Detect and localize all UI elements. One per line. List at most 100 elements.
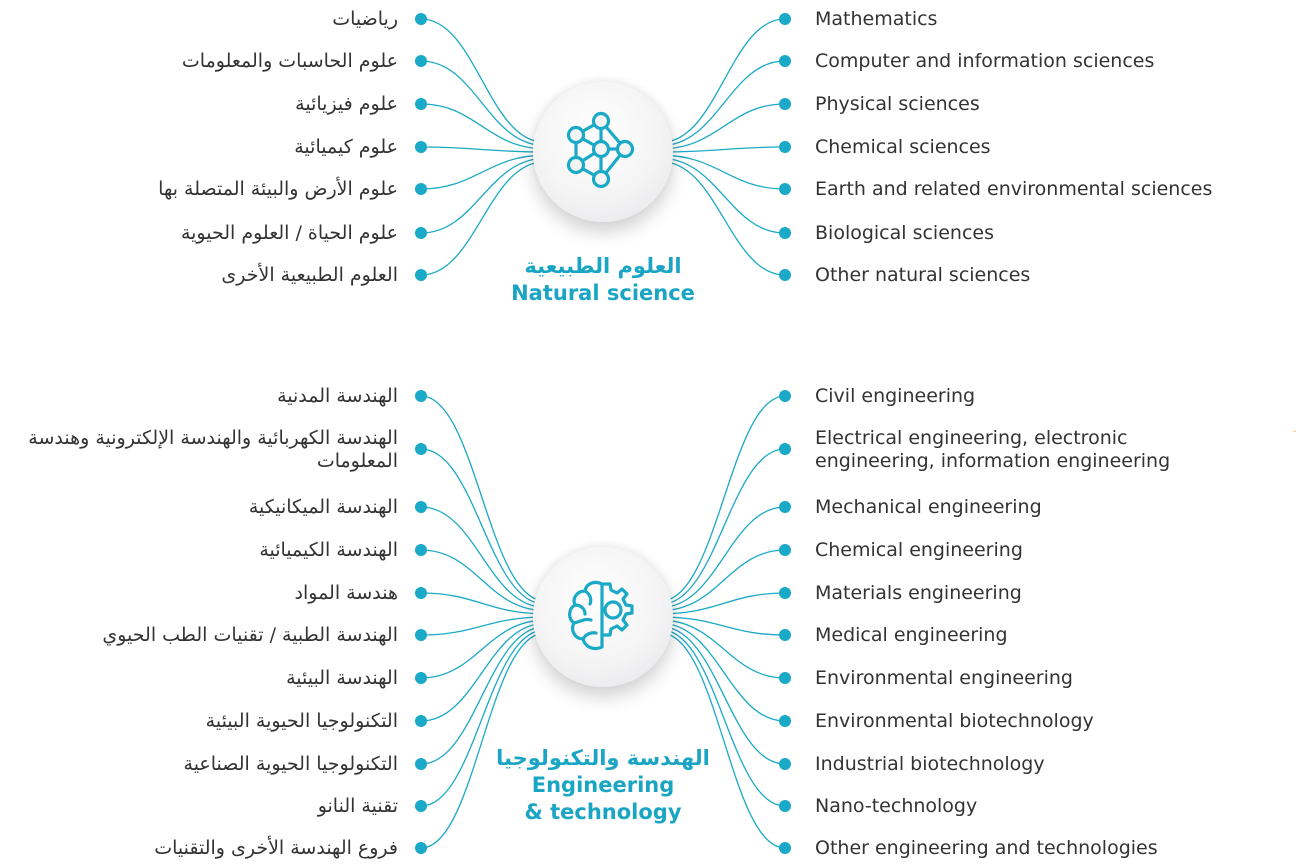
engineering-bullet-dot-left [415, 758, 427, 770]
engineering-connector-right [660, 616, 786, 636]
engineering-bullet-dot-right [779, 715, 791, 727]
engineering-item-ar: الهندسة الميكانيكية [248, 496, 398, 518]
natural-connector-right [660, 160, 786, 276]
engineering-bullet-dot-left [415, 672, 427, 684]
engineering-item-ar: الهندسة الطبية / تقنيات الطب الحيوي [102, 624, 398, 646]
engineering-item-en: Materials engineering [815, 582, 1022, 604]
natural-bullet-dot-left [415, 98, 427, 110]
natural-bullet-dot-right [779, 227, 791, 239]
engineering-item-ar: التكنولوجيا الحيوية الصناعية [183, 753, 398, 775]
engineering-connector-left [420, 448, 546, 605]
natural-bullet-dot-right [779, 183, 791, 195]
engineering-connector-right [660, 506, 786, 609]
engineering-connector-left [420, 629, 546, 807]
engineering-bullet-dot-left [415, 587, 427, 599]
natural-science-title-ar: العلوم الطبيعية [524, 254, 682, 278]
engineering-bullet-dot-right [779, 800, 791, 812]
engineering-bullet-dot-left [415, 629, 427, 641]
engineering-bullet-dot-right [779, 390, 791, 402]
engineering-item-ar: التكنولوجيا الحيوية البيئية [205, 710, 398, 732]
natural-item-ar: العلوم الطبيعية الأخرى [221, 264, 398, 286]
natural-item-ar: علوم الحياة / العلوم الحيوية [180, 222, 398, 244]
engineering-bullet-dot-left [415, 715, 427, 727]
engineering-connector-right [660, 625, 786, 765]
natural-connector-right [660, 18, 786, 144]
natural-connector-left [420, 160, 546, 276]
engineering-bullet-dot-right [779, 587, 791, 599]
engineering-bullet-dot-left [415, 800, 427, 812]
natural-bullet-dot-left [415, 183, 427, 195]
natural-connector-left [420, 60, 546, 147]
engineering-connector-left [420, 619, 546, 679]
natural-bullet-dot-left [415, 227, 427, 239]
engineering-connector-left [420, 592, 546, 615]
natural-item-en: Earth and related environmental sciences [815, 178, 1213, 200]
natural-bullet-dot-right [779, 141, 791, 153]
engineering-item-en: Civil engineering [815, 385, 976, 407]
natural-bullet-dot-right [779, 269, 791, 281]
engineering-item-en: Electrical engineering, electronic engin… [815, 427, 1171, 472]
engineering-connector-right [660, 619, 786, 679]
engineering-item-en: Environmental engineering [815, 667, 1073, 689]
engineering-bullet-dot-right [779, 672, 791, 684]
natural-bullet-dot-right [779, 13, 791, 25]
engineering-bullet-dot-right [779, 842, 791, 854]
engineering-item-ar: الهندسة الكهربائية والهندسة الإلكترونية … [28, 427, 398, 472]
engineering-item-en: Nano-technology [815, 795, 978, 817]
engineering-connector-left [420, 632, 546, 849]
engineering-item-en: Mechanical engineering [815, 496, 1042, 518]
engineering-bullet-dot-left [415, 501, 427, 513]
engineering-connector-right [660, 395, 786, 602]
natural-item-ar: علوم الأرض والبيئة المتصلة بها [158, 178, 398, 200]
natural-connector-left [420, 146, 546, 153]
engineering-item-en: Environmental biotechnology [815, 710, 1094, 732]
engineering-bullet-dot-right [779, 758, 791, 770]
natural-item-en: Chemical sciences [815, 136, 991, 158]
engineering-hub [533, 547, 673, 687]
natural-science-hub [533, 82, 673, 222]
engineering-bullet-dot-right [779, 443, 791, 455]
natural-connector-left [420, 157, 546, 234]
engineering-connector-left [420, 625, 546, 765]
engineering-connector-right [660, 448, 786, 605]
brain-gear-icon [568, 580, 634, 651]
natural-bullet-dot-left [415, 269, 427, 281]
natural-connector-right [660, 146, 786, 153]
natural-connector-right [660, 103, 786, 150]
natural-bullet-dot-left [415, 141, 427, 153]
natural-bullet-dot-right [779, 98, 791, 110]
engineering-connector-left [420, 506, 546, 609]
engineering-item-ar: فروع الهندسة الأخرى والتقنيات [154, 837, 398, 859]
engineering-item-en: Industrial biotechnology [815, 753, 1045, 775]
engineering-item-en: Chemical engineering [815, 539, 1023, 561]
natural-item-en: Biological sciences [815, 222, 994, 244]
natural-connector-right [660, 157, 786, 234]
engineering-item-ar: الهندسة البيئية [286, 667, 398, 689]
engineering-bullet-dot-right [779, 629, 791, 641]
natural-connector-right [660, 60, 786, 147]
engineering-item-ar: الهندسة الكيميائية [259, 539, 398, 561]
engineering-title-en-2: & technology [524, 800, 682, 824]
engineering-item-ar: تقنية النانو [317, 795, 398, 817]
natural-science-title-en: Natural science [511, 281, 695, 305]
engineering-connector-left [420, 622, 546, 722]
natural-connector-left [420, 18, 546, 144]
engineering-bullet-dot-right [779, 501, 791, 513]
natural-item-ar: علوم الحاسبات والمعلومات [181, 50, 398, 72]
natural-connector-left [420, 103, 546, 150]
natural-item-ar: علوم فيزيائية [295, 93, 398, 115]
engineering-item-en: Other engineering and technologies [815, 837, 1158, 859]
engineering-connector-left [420, 395, 546, 602]
engineering-bullet-dot-left [415, 443, 427, 455]
natural-item-en: Mathematics [815, 8, 938, 30]
natural-bullet-dot-left [415, 55, 427, 67]
engineering-connector-right [660, 632, 786, 849]
engineering-bullet-dot-left [415, 390, 427, 402]
engineering-title: الهندسة والتكنولوجيا Engineering & techn… [473, 745, 733, 826]
engineering-connector-right [660, 629, 786, 807]
engineering-bullet-dot-left [415, 842, 427, 854]
engineering-connector-left [420, 549, 546, 612]
natural-item-en: Physical sciences [815, 93, 980, 115]
engineering-connector-right [660, 622, 786, 722]
